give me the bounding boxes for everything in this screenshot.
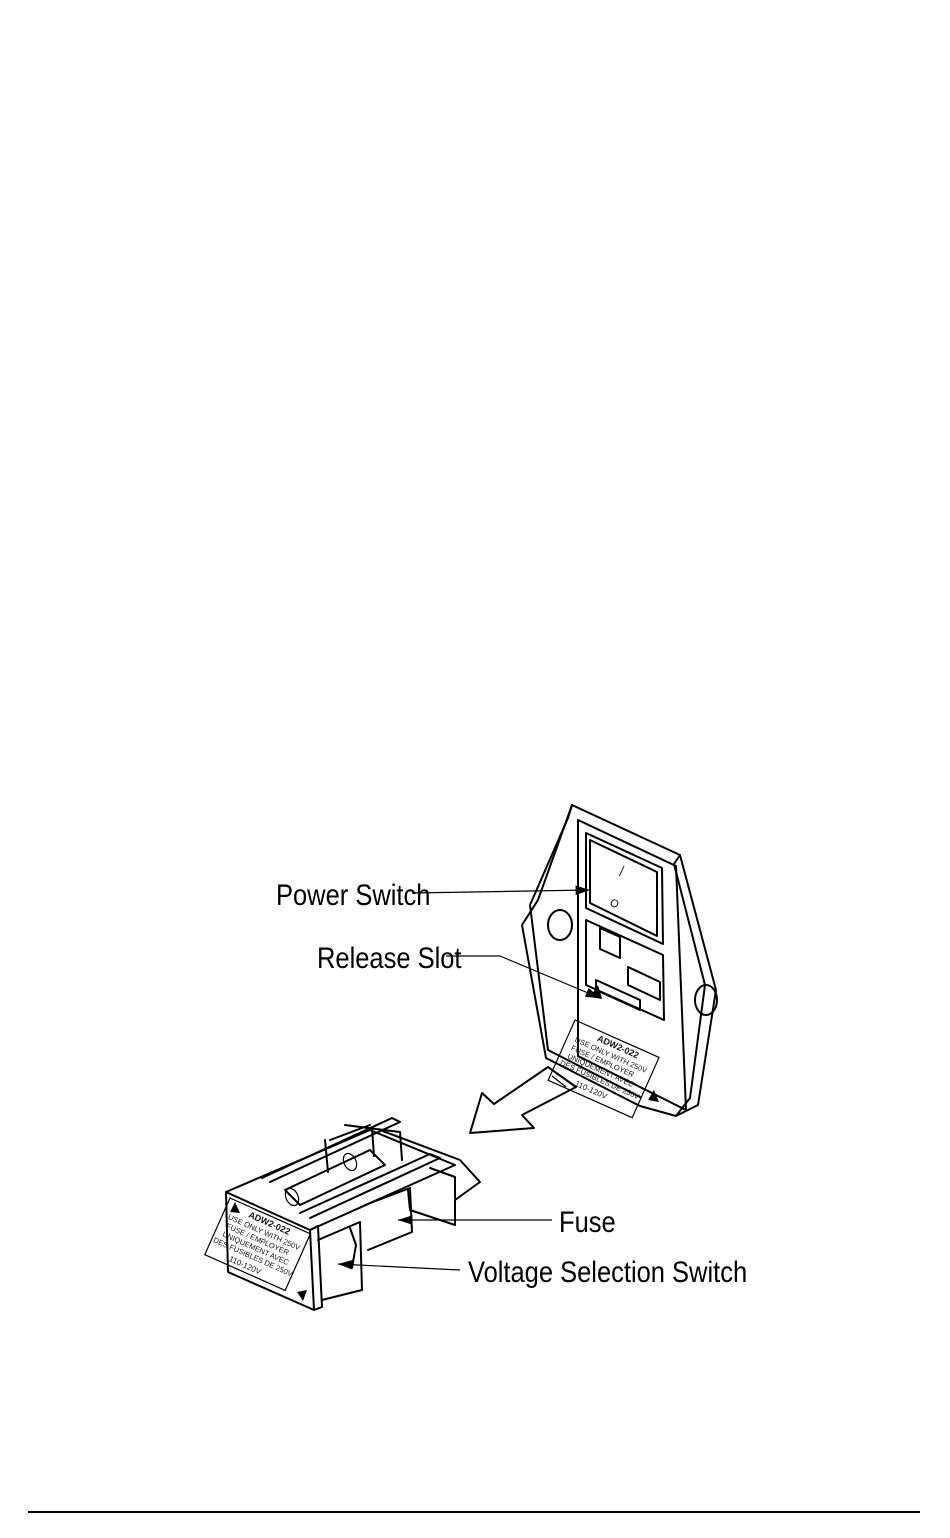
removal-arrow: [470, 1067, 576, 1133]
fuse-drawer[interactable]: ADW2-022 USE ONLY WITH 250V FUSE / EMPLO…: [205, 1118, 480, 1310]
label-fuse: Fuse: [559, 1205, 616, 1238]
footer-rule: [28, 1511, 920, 1513]
power-switch[interactable]: | O: [586, 833, 663, 944]
power-entry-module: | O ADW2-022 USE ONLY WITH 250V FUSE / E…: [522, 805, 717, 1118]
label-voltage-selection-switch: Voltage Selection Switch: [468, 1255, 747, 1288]
module-label-plate: ADW2-022 USE ONLY WITH 250V FUSE / EMPLO…: [548, 1020, 659, 1118]
switch-off-mark: O: [608, 897, 621, 912]
switch-on-mark: |: [618, 863, 627, 877]
drawer-label-plate: ADW2-022 USE ONLY WITH 250V FUSE / EMPLO…: [205, 1198, 311, 1290]
leader-power-switch: [412, 890, 590, 893]
leader-voltage-switch: [338, 1264, 460, 1270]
mounting-hole-left: [548, 910, 572, 940]
label-release-slot: Release Slot: [317, 941, 462, 974]
inlet-socket: [586, 920, 664, 1020]
label-power-switch: Power Switch: [276, 878, 430, 911]
